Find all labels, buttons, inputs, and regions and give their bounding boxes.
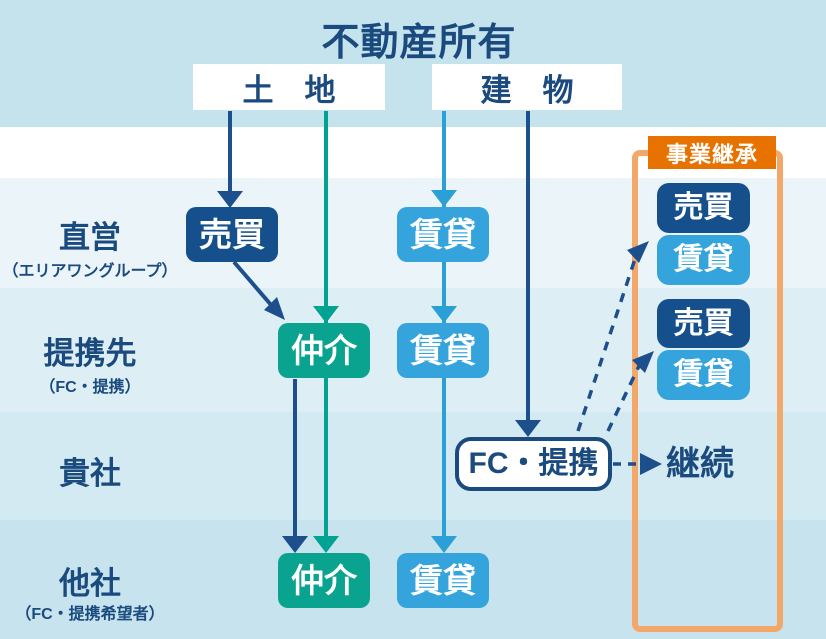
node-rent-row1: 賃貸 (397, 207, 489, 262)
arrowhead-building-to-fc (515, 420, 541, 437)
node-broker-row4: 仲介 (278, 553, 370, 608)
arrowhead-blue-rent-row1 (431, 190, 457, 207)
succession-sale-1: 売買 (657, 183, 750, 233)
node-broker-row2: 仲介 (278, 323, 370, 378)
dashed-line-fc-to-pair2 (606, 365, 641, 432)
arrowhead-fc-to-continuation (640, 453, 662, 475)
building-header-box: 建 物 (432, 64, 622, 110)
row-label-tasha: 他社 (59, 566, 121, 601)
arrow-line-sale-to-broker (232, 260, 274, 308)
row-label-teikeisaki: 提携先 (43, 336, 137, 371)
page-title: 不動産所有 (321, 22, 517, 64)
arrowhead-teal-broker-row2 (313, 306, 339, 323)
node-rent-row2: 賃貸 (397, 323, 489, 378)
dashed-line-fc-to-pair1 (576, 258, 637, 432)
node-continuation: 継続 (666, 445, 734, 483)
succession-rent-2: 賃貸 (657, 350, 750, 400)
row-label-chokuei: 直営 (59, 220, 121, 255)
node-fc-partner: FC・提携 (455, 437, 612, 491)
row-sublabel-tasha: （FC・提携希望者） (15, 606, 165, 623)
arrowhead-fc-to-pair2 (632, 351, 654, 373)
row-label-kisha: 貴社 (59, 456, 121, 491)
land-header-box: 土 地 (193, 64, 385, 110)
succession-rent-1: 賃貸 (657, 235, 750, 285)
arrowhead-blue-rent-row4 (431, 536, 457, 553)
arrowhead-navy-broker-row4 (282, 536, 308, 553)
row-sublabel-chokuei: （エリアワングループ） (2, 263, 178, 280)
succession-panel-label: 事業継承 (648, 136, 776, 169)
band-row-kisha (0, 412, 826, 520)
arrowhead-sale-to-broker (264, 297, 285, 320)
arrowhead-blue-rent-row2 (431, 306, 457, 323)
arrowhead-land-to-sale (217, 191, 243, 208)
arrowhead-fc-to-pair1 (627, 241, 649, 263)
node-rent-row4: 賃貸 (397, 553, 489, 608)
row-sublabel-teikeisaki: （FC・提携） (39, 379, 141, 396)
arrowhead-teal-broker-row4 (313, 536, 339, 553)
node-sale-row1: 売買 (186, 207, 278, 262)
succession-sale-2: 売買 (657, 299, 750, 348)
